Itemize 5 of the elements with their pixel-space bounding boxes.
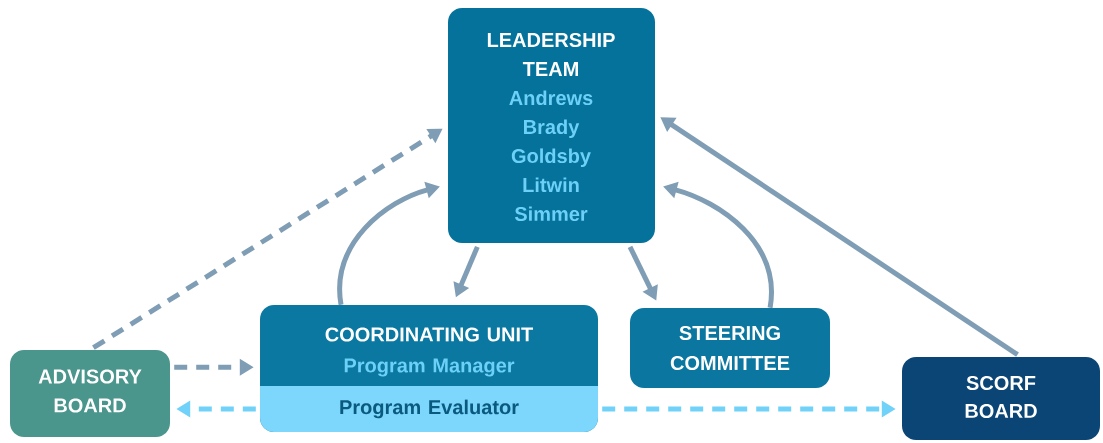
board-box: SCORF BOARD <box>902 357 1100 440</box>
board-box: ADVISORY BOARD <box>10 350 170 437</box>
team-box: LEADERSHIP TEAM Andrews Brady Goldsby Litwin Simmer <box>448 8 655 243</box>
evaluator-band: Program Evaluator <box>260 386 598 432</box>
committee-box: STEERING COMMITTEE <box>630 308 830 388</box>
